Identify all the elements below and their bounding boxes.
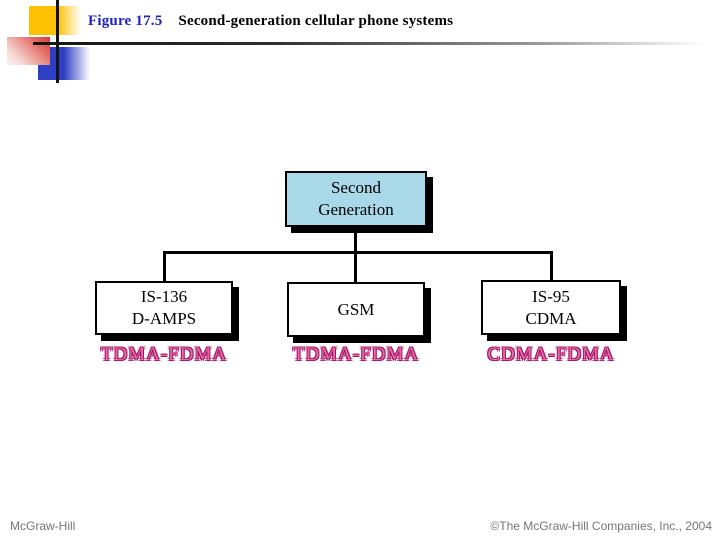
node-line: D-AMPS [131, 309, 197, 328]
node-second-generation: Second Generation [285, 171, 427, 227]
figure-label: Figure 17.5 [88, 13, 163, 29]
slide-title: Figure 17.5 Second-generation cellular ph… [88, 13, 453, 30]
connector-horizontal [163, 251, 552, 254]
connector-drop-is136 [163, 251, 166, 281]
node-is136-damps: IS-136 D-AMPS [95, 281, 233, 335]
title-text: Second-generation cellular phone systems [178, 13, 454, 29]
footer-publisher: McGraw-Hill [10, 519, 76, 533]
connector-drop-gsm [354, 251, 357, 282]
logo-yellow-square [29, 6, 81, 35]
node-line: GSM [337, 299, 375, 319]
node-is95-cdma: IS-95 CDMA [481, 280, 621, 335]
access-label-tdma-fdma-1: TDMA-FDMA [100, 344, 228, 365]
logo-red-square [7, 37, 50, 65]
node-line: CDMA [525, 308, 577, 328]
access-label-tdma-fdma-2: TDMA-FDMA [292, 344, 420, 365]
node-gsm: GSM [287, 282, 425, 337]
node-line: Generation [318, 200, 394, 219]
logo-vertical-line [56, 0, 59, 83]
footer-copyright: ©The McGraw-Hill Companies, Inc., 2004 [490, 519, 712, 533]
node-line: IS-136 [140, 287, 188, 306]
node-line: IS-95 [532, 286, 570, 306]
connector-drop-is95 [550, 251, 553, 280]
connector-root-stem [354, 227, 357, 251]
header-rule [33, 42, 712, 45]
access-label-cdma-fdma: CDMA-FDMA [487, 344, 615, 365]
node-line: Second [330, 178, 382, 197]
